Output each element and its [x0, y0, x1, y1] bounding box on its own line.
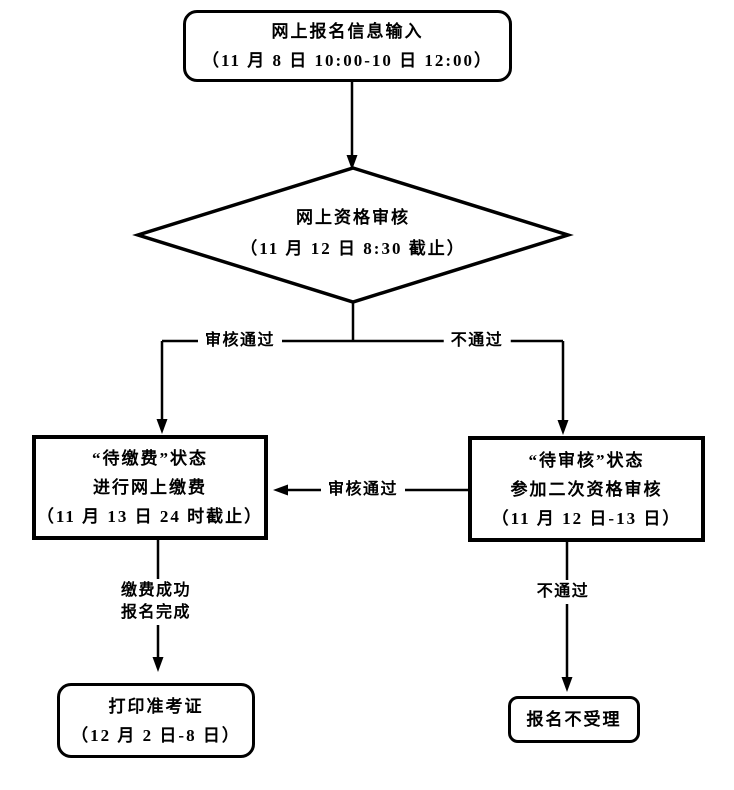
reject-title: 报名不受理 — [526, 710, 622, 729]
pay-status-action: 进行网上缴费 — [93, 478, 207, 497]
edge-label-second-fail: 不通过 — [529, 580, 597, 604]
arrowhead-down-icon — [346, 155, 358, 170]
edge-label-payment-done-line1: 缴费成功 — [120, 582, 192, 599]
connector-review-to-reject — [561, 542, 573, 692]
start-node-dates: （11 月 8 日 10:00-10 日 12:00） — [201, 51, 494, 70]
pay-status-dates: （11 月 13 日 24 时截止） — [36, 507, 264, 526]
edge-label-second-pass: 审核通过 — [320, 478, 406, 502]
reject-node: 报名不受理 — [508, 696, 640, 743]
edge-label-fail-right: 不通过 — [443, 329, 511, 353]
print-ticket-node: 打印准考证 （12 月 2 日-8 日） — [57, 683, 255, 758]
decision-node-title: 网上资格审核 — [296, 208, 410, 227]
print-ticket-title: 打印准考证 — [108, 696, 204, 716]
edge-label-payment-done: 缴费成功 报名完成 — [113, 579, 199, 625]
arrowhead-down-icon — [152, 657, 164, 672]
start-node-title: 网上报名信息输入 — [271, 22, 424, 41]
arrowhead-down-icon — [557, 420, 569, 435]
connector-pass-to-pay — [156, 341, 168, 434]
edge-label-payment-done-line2: 报名完成 — [120, 604, 192, 621]
review-status-node: “待审核”状态 参加二次资格审核 （11 月 12 日-13 日） — [468, 436, 705, 542]
edge-label-pass-left: 审核通过 — [197, 329, 283, 353]
connector-start-to-decision — [346, 82, 358, 170]
start-node: 网上报名信息输入 （11 月 8 日 10:00-10 日 12:00） — [183, 10, 512, 82]
print-ticket-dates: （12 月 2 日-8 日） — [71, 725, 241, 745]
arrowhead-down-icon — [156, 419, 168, 434]
connector-fail-to-review — [557, 341, 569, 435]
arrowhead-left-icon — [273, 484, 288, 496]
review-status-dates: （11 月 12 日-13 日） — [491, 508, 682, 528]
decision-node-dates: （11 月 12 日 8:30 截止） — [240, 239, 466, 258]
pay-status-node: “待缴费”状态 进行网上缴费 （11 月 13 日 24 时截止） — [32, 435, 268, 540]
pay-status-title: “待缴费”状态 — [92, 449, 208, 468]
decision-node-label: 网上资格审核 （11 月 12 日 8:30 截止） — [203, 202, 503, 264]
review-status-action: 参加二次资格审核 — [510, 479, 663, 499]
review-status-title: “待审核”状态 — [528, 450, 645, 470]
arrowhead-down-icon — [561, 677, 573, 692]
